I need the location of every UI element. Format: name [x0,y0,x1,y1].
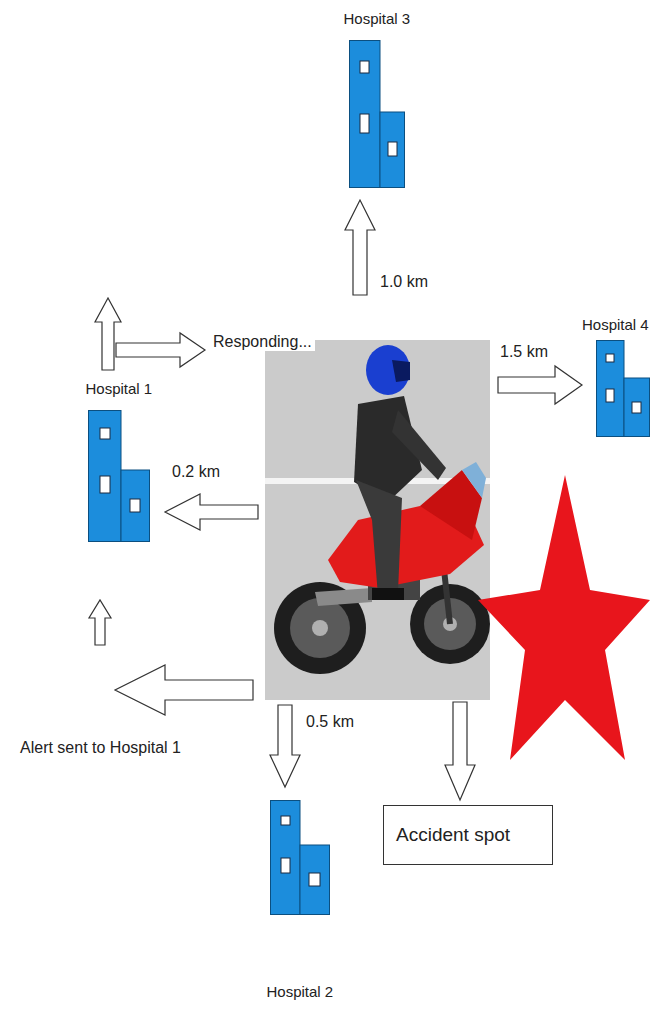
annotation-label: 1.0 km [380,272,428,291]
hospital-building: Hospital 3 [344,10,411,188]
building-icon [88,410,150,542]
hospital-building: Hospital 4 [582,316,650,437]
accident-star [478,475,650,760]
hospital-building: Hospital 1 [86,380,153,542]
annotation-label: Alert sent to Hospital 1 [20,738,181,757]
annotation-label: 0.5 km [306,712,354,731]
building-icon [349,40,405,188]
hospital-label: Hospital 1 [86,380,153,398]
building-icon [596,340,650,437]
hospital-label: Hospital 2 [267,983,334,1001]
hospital-label: Hospital 3 [344,10,411,28]
annotation-label: 0.2 km [172,462,220,481]
building-icon [270,800,330,915]
hospital-label: Hospital 4 [582,316,649,334]
hollow-arrows [89,200,582,800]
annotation-label: Responding... [210,332,315,351]
accident-box: Accident spot [383,805,553,865]
annotation-label: 1.5 km [500,342,548,361]
motorcycle-scene [265,340,490,700]
hospital-building: Hospital 2 [267,800,334,1001]
box-text: Accident spot [396,823,540,847]
